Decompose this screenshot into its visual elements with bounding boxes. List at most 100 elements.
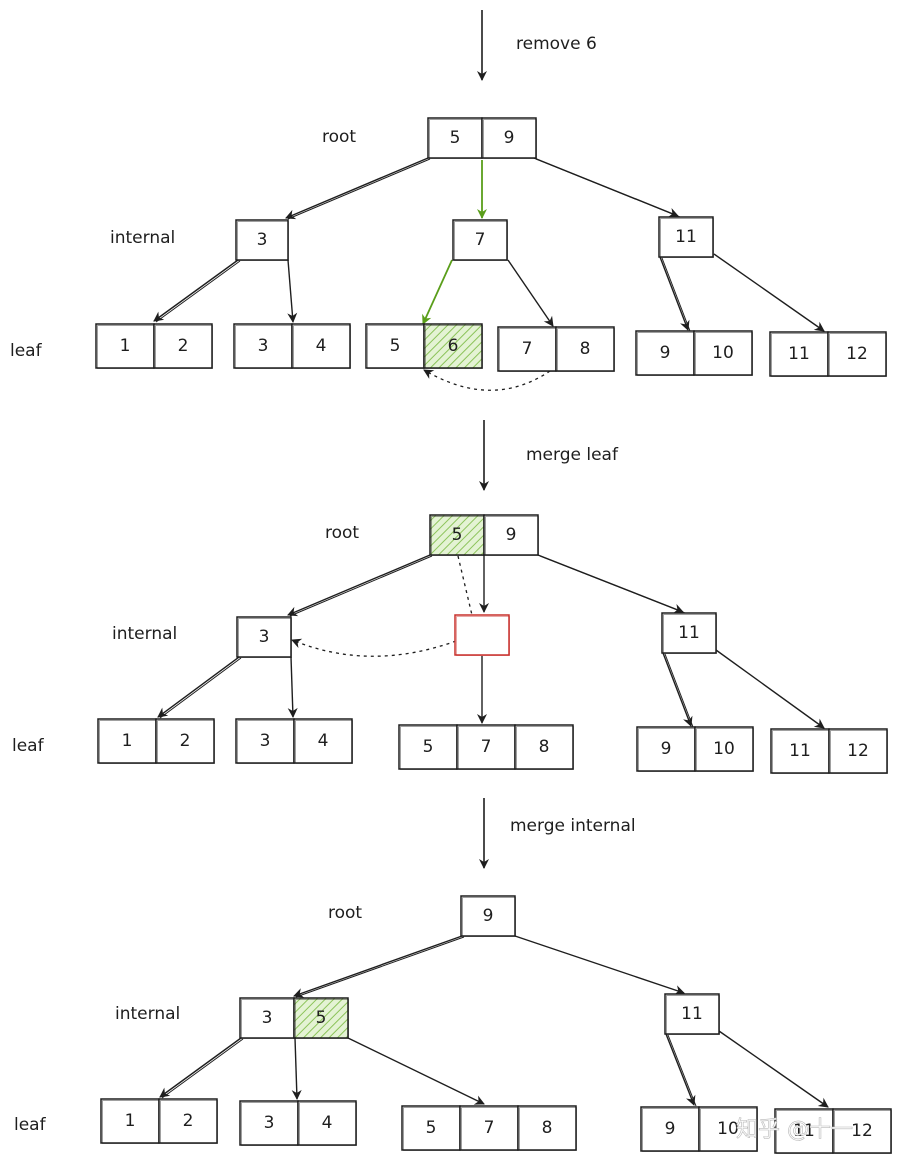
tree-edge-shadow [159,657,242,719]
key-cell [158,1098,218,1144]
tree-edge-shadow [155,260,241,323]
leaf-level-label: leaf [14,1115,47,1135]
key-cell-sketch [516,726,574,770]
key-label: 3 [262,1008,273,1028]
key-cell [769,331,829,377]
root-level-label: root [322,127,356,147]
key-label: 2 [178,336,189,356]
key-cell [481,117,537,159]
tree-edge [159,1037,242,1098]
tree-edge-shadow [161,1038,244,1099]
key-cell [297,1100,357,1146]
key-cell-sketch [425,325,483,369]
key-label: 11 [681,1004,703,1024]
key-label: 11 [789,741,811,761]
internal-level-label: internal [110,228,175,248]
key-cell [827,331,887,377]
key-label: 11 [678,623,700,643]
tree-edge [347,1037,485,1105]
key-cell [828,728,888,774]
key-cell [95,323,155,369]
root-node: 9 [460,895,516,937]
key-cell-sketch [700,1108,758,1152]
key-cell-sketch [155,325,213,369]
highlighted-key-cell [429,514,485,556]
key-cell [155,718,215,764]
tree-edge-shadow [539,555,686,614]
key-cell [774,1108,834,1154]
key-cell [698,1106,758,1152]
empty-internal-node [454,614,510,656]
key-label: 4 [318,731,329,751]
tree-edge [157,656,240,718]
internal-level-label: internal [115,1004,180,1024]
key-cell [236,616,292,658]
key-label: 5 [316,1008,327,1028]
root-level-label: root [325,523,359,543]
tree-edge-shadow [535,158,681,218]
key-cell [694,726,754,772]
tree-edge [514,935,685,995]
key-label: 10 [717,1119,739,1139]
tree-edge [285,157,429,220]
key-cell-sketch [462,897,516,937]
step-label-merge-leaf: merge leaf [526,445,619,465]
key-label: 6 [448,336,459,356]
key-cell [636,726,696,772]
internal-node: 11 [664,993,720,1035]
internal-node: 11 [658,216,714,258]
key-label: 7 [481,737,492,757]
tree-edge [291,1037,302,1100]
key-label: 9 [660,343,671,363]
key-cell-sketch [663,614,717,654]
tree-edge [718,1030,829,1108]
tree-edge-shadow [664,653,694,728]
key-label: 7 [522,339,533,359]
key-label: 9 [665,1119,676,1139]
key-cell [497,326,557,372]
key-cell-sketch [660,218,714,258]
key-cell [452,219,508,261]
key-cell-sketch [483,119,537,159]
tree-edge [293,935,463,998]
key-label: 5 [452,525,463,545]
key-label: 11 [788,344,810,364]
key-cell [658,216,714,258]
key-label: 9 [661,739,672,759]
tree-edge [287,259,298,323]
internal-level-label: internal [112,624,177,644]
key-cell [460,895,516,937]
root-level-label: root [328,903,362,923]
watermark-text: 知乎 @十一 [736,1118,853,1143]
key-label: 1 [125,1111,136,1131]
key-cell [398,724,458,770]
key-cell-sketch [666,995,720,1035]
key-label: 5 [426,1118,437,1138]
key-cell-sketch [519,1107,577,1151]
tree-edge [665,1033,696,1106]
key-cell [664,993,720,1035]
key-label: 7 [484,1118,495,1138]
key-label: 9 [504,128,515,148]
key-cell [635,330,695,376]
key-label: 4 [322,1113,333,1133]
key-cell-sketch [295,999,349,1039]
key-cell [291,323,351,369]
key-label: 12 [846,344,868,364]
dashed-borrow-arrow [423,369,551,391]
step-label-merge-internal: merge internal [510,816,636,836]
key-cell-sketch [696,728,754,772]
key-label: 2 [180,731,191,751]
tree-edge [287,554,431,617]
tree-edge [153,259,239,322]
tree-edge [422,259,453,325]
